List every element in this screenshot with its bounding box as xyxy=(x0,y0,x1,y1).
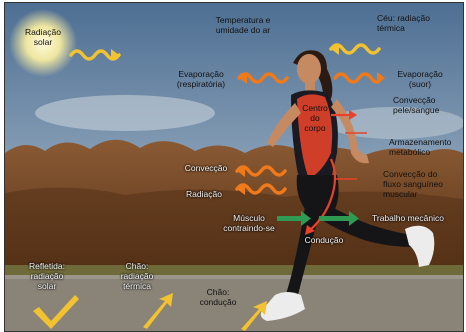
convection-skin-blood-label: Convecçãopele/sangue xyxy=(393,95,459,115)
metabolic-storage-label: Armazenamentometabólico xyxy=(389,137,461,157)
thermoregulation-diagram: Radiaçãosolar Temperatura eumidade do ar… xyxy=(4,2,464,332)
ground-radiation-label: Chão:radiaçãotérmica xyxy=(113,261,161,291)
temperature-humidity-label: Temperatura eumidade do ar xyxy=(203,15,283,35)
convection-label: Convecção xyxy=(179,163,233,173)
sky-radiation-label: Céu: radiaçãotérmica xyxy=(377,13,457,33)
evaporation-respiratory-label: Evaporação(respiratória) xyxy=(163,69,239,89)
ground-conduction-label: Chão:condução xyxy=(195,287,241,307)
evaporation-sweat-label: Evaporação(suor) xyxy=(391,69,449,89)
radiation-label: Radiação xyxy=(181,189,227,199)
conduction-label: Condução xyxy=(301,235,347,245)
scene-illustration xyxy=(5,3,463,331)
body-core-label: Centrodocorpo xyxy=(295,103,335,133)
convection-blood-muscle-label: Convecção dofluxo sanguíneomuscular xyxy=(383,169,461,199)
solar-radiation-label: Radiaçãosolar xyxy=(21,27,65,47)
mechanical-work-label: Trabalho mecânico xyxy=(361,213,455,223)
reflected-solar-label: Refletida:radiaçãosolar xyxy=(25,261,69,291)
muscle-contracting-label: Músculocontraindo-se xyxy=(219,213,279,233)
